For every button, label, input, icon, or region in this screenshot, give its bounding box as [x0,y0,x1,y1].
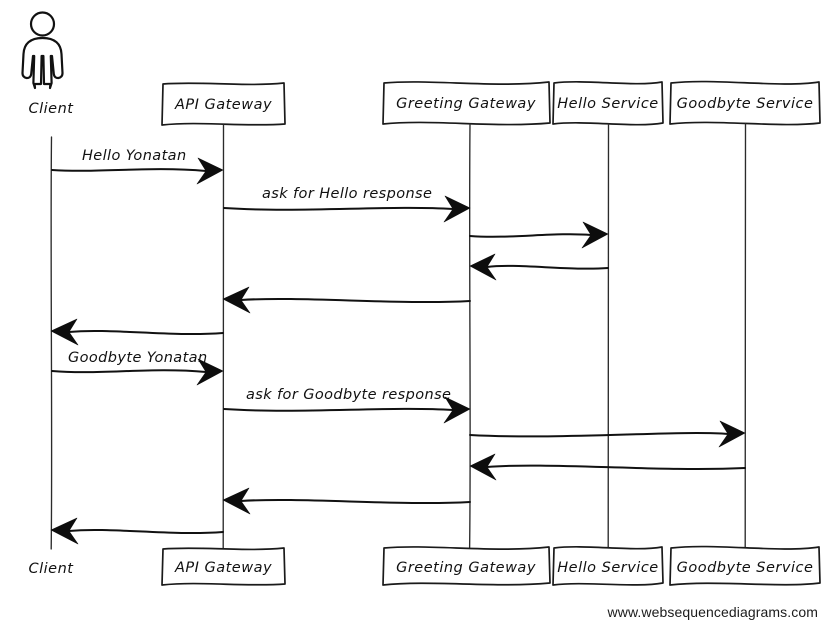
actor-body-icon [21,36,64,90]
message-8-ask-for-goodbyte-response[interactable]: ask for Goodbyte response [223,387,471,424]
participant-box-goodbyte-bottom [669,545,821,586]
message-2-line [223,206,454,211]
participant-label-goodbyte-top: Goodbyte Service [677,96,814,112]
participant-label-apigw-bottom: API Gateway [174,560,272,576]
participant-box-apigw-top [161,82,286,126]
message-2-label: ask for Hello response [262,186,432,202]
message-9-greeting-to-goodbyte[interactable] [469,420,746,448]
actor-head-icon [29,11,56,37]
lifeline-hello [607,123,610,550]
participant-client-actor[interactable]: Client [21,11,75,118]
lifeline-apigw [222,124,225,550]
lifeline-goodbyte [744,123,747,550]
message-5-greeting-to-apigw[interactable] [222,286,471,314]
participant-apigw-bottom[interactable]: API Gateway [161,547,286,586]
message-2-ask-for-hello-response[interactable]: ask for Hello response [223,186,471,223]
footer-credit-link[interactable]: www.websequencediagrams.com [607,604,818,620]
participant-goodbyte-bottom[interactable]: Goodbyte Service [669,545,821,586]
message-7-goodbyte-yonatan[interactable]: Goodbyte Yonatan [51,350,224,386]
message-10-line [486,464,746,470]
message-5-arrowhead [222,286,251,314]
participant-box-greetgw-top [382,81,551,126]
message-9-line [469,432,729,438]
participant-box-greetgw-bottom [382,546,551,586]
participant-label-apigw-top: API Gateway [174,97,272,113]
message-11-greeting-to-apigw[interactable] [222,487,471,515]
message-8-line [223,407,454,412]
participant-goodbyte-top[interactable]: Goodbyte Service [669,80,821,126]
participant-box-hello-top [552,81,664,126]
message-8-label: ask for Goodbyte response [246,387,451,403]
participant-label-hello-bottom: Hello Service [557,560,658,576]
message-11-line [240,498,471,505]
participant-label-greetgw-top: Greeting Gateway [396,96,536,112]
message-4-hello-to-greeting[interactable] [469,253,609,281]
participant-greetgw-top[interactable]: Greeting Gateway [382,81,551,126]
message-10-goodbyte-to-greeting[interactable] [469,453,746,481]
participant-label-greetgw-bottom: Greeting Gateway [396,560,536,576]
message-1-hello-yonatan[interactable]: Hello Yonatan [51,148,224,185]
participant-hello-top[interactable]: Hello Service [552,81,664,126]
message-8-arrowhead [443,396,471,424]
message-12-line [68,528,224,535]
message-10-arrowhead [469,453,497,481]
participant-box-hello-bottom [552,546,664,586]
message-3-line [469,233,592,238]
participant-label-client-top: Client [29,101,75,117]
message-7-label: Goodbyte Yonatan [68,350,208,366]
participant-box-goodbyte-top [669,80,821,126]
message-1-label: Hello Yonatan [82,148,187,164]
message-6-arrowhead [50,318,79,346]
message-4-arrowhead [469,253,497,281]
message-9-arrowhead [718,420,746,448]
message-6-apigw-to-client[interactable] [50,318,224,346]
participant-label-goodbyte-bottom: Goodbyte Service [677,560,814,576]
participant-apigw-top[interactable]: API Gateway [161,82,286,126]
message-1-line [51,168,207,172]
message-7-line [51,369,207,374]
message-12-apigw-to-client[interactable] [50,517,224,545]
participant-box-apigw-bottom [161,547,286,586]
participant-greetgw-bottom[interactable]: Greeting Gateway [382,546,551,586]
lifeline-client [50,136,53,550]
message-2-arrowhead [443,195,471,223]
message-11-arrowhead [222,487,251,515]
message-7-arrowhead [196,358,224,386]
message-3-greeting-to-hello[interactable] [469,221,609,249]
participant-label-client-bottom: Client [29,561,75,577]
message-5-line [240,297,471,304]
message-1-arrowhead [196,157,224,185]
message-4-line [486,264,609,270]
message-12-arrowhead [50,517,79,545]
lifeline-greetgw [468,123,471,550]
participant-hello-bottom[interactable]: Hello Service [552,546,664,586]
message-6-line [68,329,224,336]
participant-label-hello-top: Hello Service [557,96,658,112]
message-3-arrowhead [581,221,609,249]
